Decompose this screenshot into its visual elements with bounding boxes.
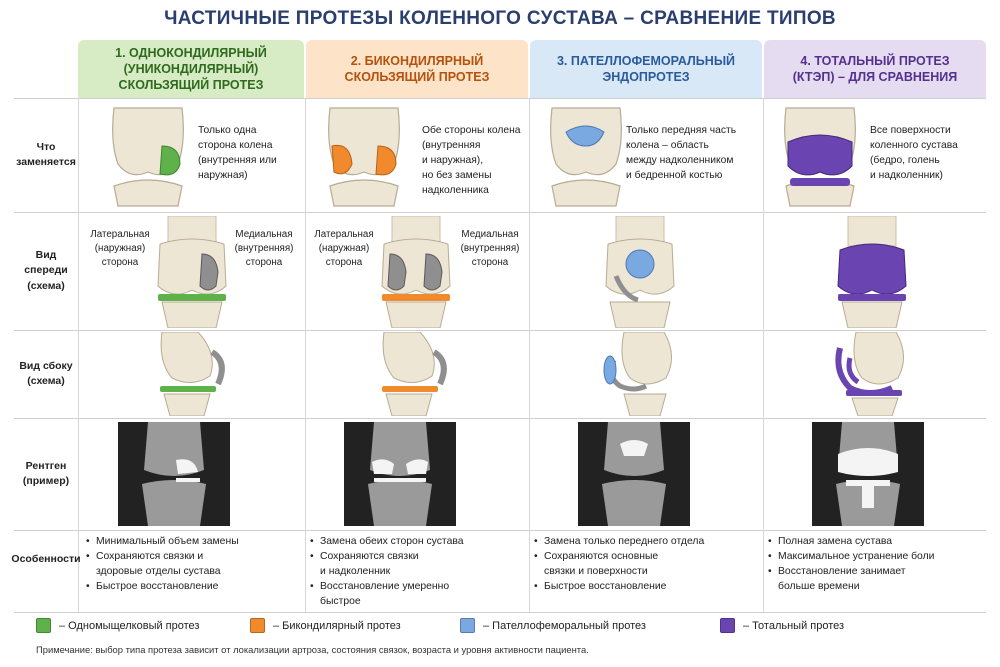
knee-bicondylar-illustration — [328, 107, 400, 207]
legend-item-bicondylar: – Бикондилярный протез — [250, 618, 401, 633]
legend: – Одномыщелковый протез – Бикондилярный … — [36, 618, 986, 636]
row-divider — [14, 330, 986, 331]
medial-label-uni: Медиальная(внутренняя)сторона — [234, 229, 294, 269]
legend-divider — [14, 612, 986, 613]
knee-total-illustration — [784, 107, 856, 207]
features-bicondylar: Замена обеих сторон сустава Сохраняются … — [310, 534, 464, 609]
front-view-patellofemoral — [605, 216, 675, 328]
legend-item-patellofemoral: – Пателлофеморальный протез — [460, 618, 646, 633]
col-divider — [305, 98, 306, 612]
lateral-label-bicondylar: Латеральная(наружная)сторона — [314, 229, 374, 269]
col-divider — [763, 98, 764, 612]
front-view-uni — [157, 216, 227, 328]
front-view-total — [837, 216, 907, 328]
knee-uni-illustration — [112, 107, 184, 207]
page-title: ЧАСТИЧНЫЕ ПРОТЕЗЫ КОЛЕННОГО СУСТАВА – СР… — [164, 8, 836, 29]
row-label-side: Вид сбоку(схема) — [19, 359, 73, 387]
legend-swatch — [720, 618, 735, 633]
row-divider — [14, 418, 986, 419]
legend-swatch — [460, 618, 475, 633]
row-label-xray: Рентген(пример) — [22, 459, 70, 487]
features-patellofemoral: Замена только переднего отдела Сохраняют… — [534, 534, 704, 594]
side-view-bicondylar — [382, 332, 447, 416]
side-view-total — [835, 332, 904, 416]
front-view-bicondylar — [381, 216, 451, 328]
row-label-features: Особенности — [11, 553, 81, 566]
comparison-table: 1. ОДНОКОНДИЛЯРНЫЙ(УНИКОНДИЛЯРНЫЙ)СКОЛЬЗ… — [11, 40, 986, 616]
lateral-label-uni: Латеральная(наружная)сторона — [90, 229, 150, 269]
features-total: Полная замена сустава Максимальное устра… — [768, 534, 934, 594]
col-divider — [78, 98, 79, 612]
legend-swatch — [36, 618, 51, 633]
features-uni: Минимальный объем замены Сохраняются свя… — [86, 534, 239, 594]
side-view-patellofemoral — [603, 332, 672, 416]
footnote: Примечание: выбор типа протеза зависит о… — [36, 644, 589, 655]
medial-label-bicondylar: Медиальная(внутренняя)сторона — [460, 229, 520, 269]
row-divider — [14, 98, 986, 99]
xray-uni — [118, 422, 230, 526]
row-divider — [14, 530, 986, 531]
row-divider — [14, 212, 986, 213]
legend-swatch — [250, 618, 265, 633]
xray-bicondylar — [344, 422, 456, 526]
legend-item-uni: – Одномыщелковый протез — [36, 618, 199, 633]
legend-item-total: – Тотальный протез — [720, 618, 844, 633]
row-label-front: Вид спереди(схема) — [24, 249, 68, 292]
header-total: 4. ТОТАЛЬНЫЙ ПРОТЕЗ(КТЭП) – ДЛЯ СРАВНЕНИ… — [764, 40, 986, 98]
xray-total — [812, 422, 924, 526]
side-view-uni — [160, 332, 225, 416]
col-divider — [529, 98, 530, 612]
knee-patellofemoral-illustration — [550, 107, 622, 207]
xray-patellofemoral — [578, 422, 690, 526]
header-uni: 1. ОДНОКОНДИЛЯРНЫЙ(УНИКОНДИЛЯРНЫЙ)СКОЛЬЗ… — [78, 40, 304, 98]
